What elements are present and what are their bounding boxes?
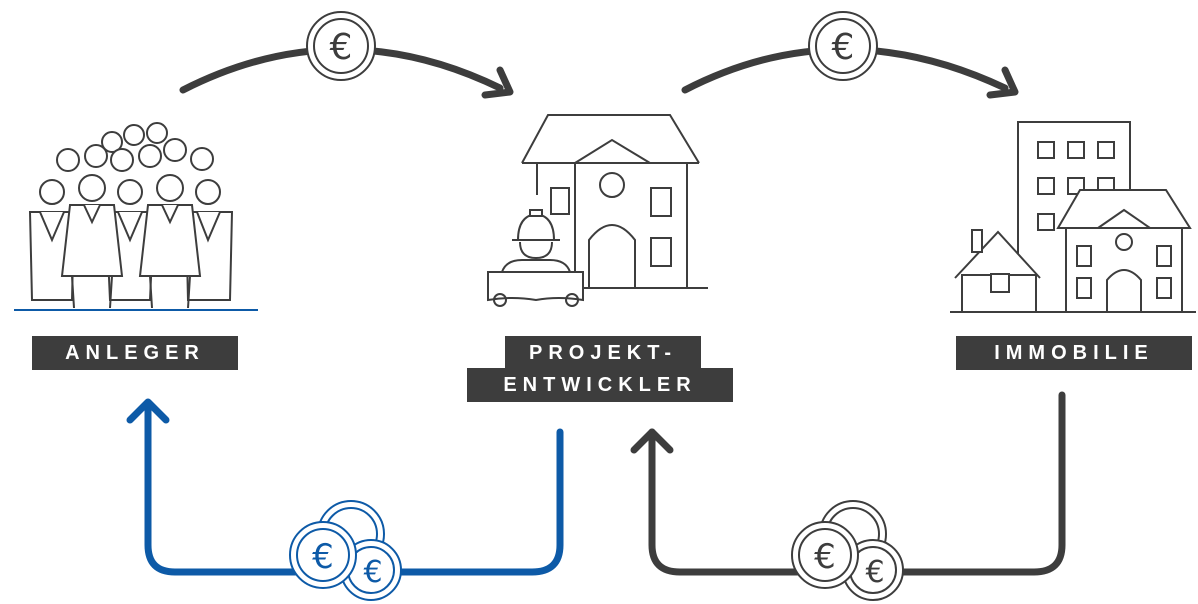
currency-symbol: €	[832, 27, 855, 68]
euro-coin-icon: €	[808, 11, 878, 81]
label-developer-line1: PROJEKT-	[505, 336, 701, 370]
buildings-house-icon	[950, 121, 1196, 313]
currency-symbol: €	[865, 555, 884, 590]
label-property: IMMOBILIE	[956, 336, 1192, 370]
currency-symbol: €	[363, 555, 382, 590]
euro-coin-stack-icon: € €	[289, 500, 402, 601]
construction-worker-house-icon	[487, 114, 708, 307]
label-developer-line2: ENTWICKLER	[467, 368, 733, 402]
currency-symbol: €	[312, 537, 334, 577]
currency-symbol: €	[814, 537, 836, 577]
euro-coin-icon: €	[306, 11, 376, 81]
people-group-icon	[14, 122, 258, 311]
currency-symbol: €	[330, 27, 353, 68]
euro-coin-stack-icon: € €	[791, 500, 904, 601]
label-investors: ANLEGER	[32, 336, 238, 370]
